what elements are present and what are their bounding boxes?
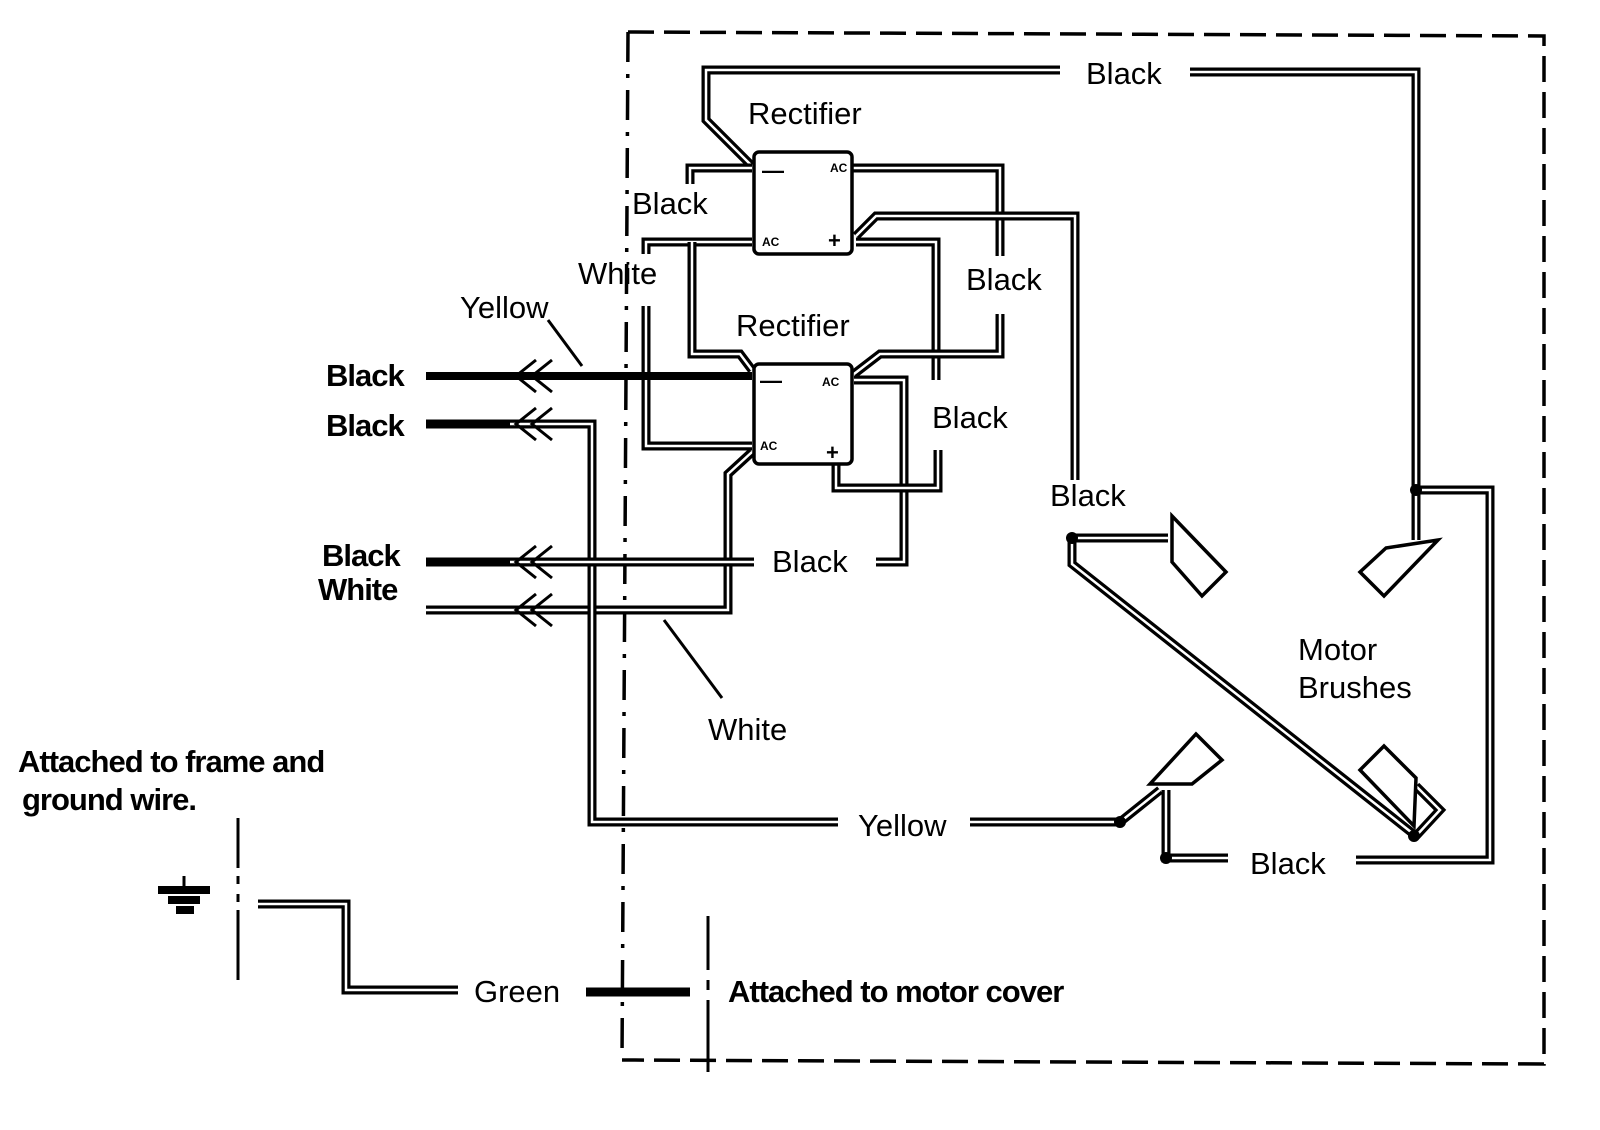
svg-text:—: — bbox=[760, 368, 782, 393]
label-brushes: Brushes bbox=[1298, 670, 1412, 705]
label-rect-right-black-lower: Black bbox=[932, 400, 1008, 435]
connector-label-3: Black bbox=[322, 538, 401, 573]
note-frame-ground-2: ground wire. bbox=[22, 782, 196, 817]
labels: Black Rectifier Black White Yellow Black… bbox=[18, 56, 1412, 1009]
label-white-pointer: White bbox=[708, 712, 787, 747]
connector-arrows bbox=[513, 358, 553, 628]
ground-symbol-icon bbox=[158, 876, 210, 914]
label-rectifier-bottom: Rectifier bbox=[736, 308, 850, 343]
wires-top-rectifier bbox=[641, 163, 1080, 480]
yellow-pointer-line bbox=[546, 319, 584, 367]
svg-text:—: — bbox=[762, 158, 784, 183]
motor-housing-boundary bbox=[620, 30, 1546, 1066]
white-pointer-line bbox=[662, 619, 724, 699]
label-bottom-black: Black bbox=[1250, 846, 1326, 881]
ground-wiring bbox=[158, 818, 710, 1072]
connector-arrow-icon bbox=[513, 358, 553, 394]
label-yellow-pointer: Yellow bbox=[460, 290, 549, 325]
brush-upper-right bbox=[1357, 537, 1443, 599]
svg-text:AC: AC bbox=[822, 375, 840, 389]
label-brush-black: Black bbox=[1050, 478, 1126, 513]
connector-arrow-icon bbox=[513, 544, 553, 580]
wire-top-black bbox=[701, 65, 1495, 865]
brush-lower-left bbox=[1146, 731, 1225, 786]
label-rectifier-top: Rectifier bbox=[748, 96, 862, 131]
motor-brushes bbox=[1146, 511, 1443, 831]
wires-bottom-rectifier bbox=[426, 306, 1005, 615]
connector-label-2: Black bbox=[326, 408, 405, 443]
svg-text:AC: AC bbox=[762, 235, 780, 249]
brush-lower-right bbox=[1357, 743, 1418, 831]
note-motor-cover: Attached to motor cover bbox=[728, 974, 1064, 1009]
brush-upper-left bbox=[1170, 511, 1229, 599]
svg-text:+: + bbox=[828, 228, 841, 253]
brush-wiring bbox=[970, 532, 1447, 864]
connector-label-4: White bbox=[318, 572, 398, 607]
label-motor: Motor bbox=[1298, 632, 1377, 667]
connector-arrow-icon bbox=[513, 406, 553, 442]
junction-dot bbox=[1410, 484, 1422, 496]
label-rect-left-white: White bbox=[578, 256, 657, 291]
svg-text:AC: AC bbox=[830, 161, 848, 175]
label-rect-right-black-upper: Black bbox=[966, 262, 1042, 297]
label-mid-black: Black bbox=[772, 544, 848, 579]
connector-arrow-icon bbox=[513, 592, 553, 628]
svg-text:+: + bbox=[826, 440, 839, 465]
incoming-wires bbox=[426, 372, 838, 827]
note-frame-ground-1: Attached to frame and bbox=[18, 744, 324, 779]
svg-text:AC: AC bbox=[760, 439, 778, 453]
label-rect-left-black: Black bbox=[632, 186, 708, 221]
rectifier-top: — AC AC + bbox=[752, 150, 854, 256]
connector-label-1: Black bbox=[326, 358, 405, 393]
label-top-black: Black bbox=[1086, 56, 1162, 91]
label-bottom-yellow: Yellow bbox=[858, 808, 947, 843]
rectifier-bottom: — AC AC + bbox=[752, 362, 854, 466]
label-green: Green bbox=[474, 974, 560, 1009]
